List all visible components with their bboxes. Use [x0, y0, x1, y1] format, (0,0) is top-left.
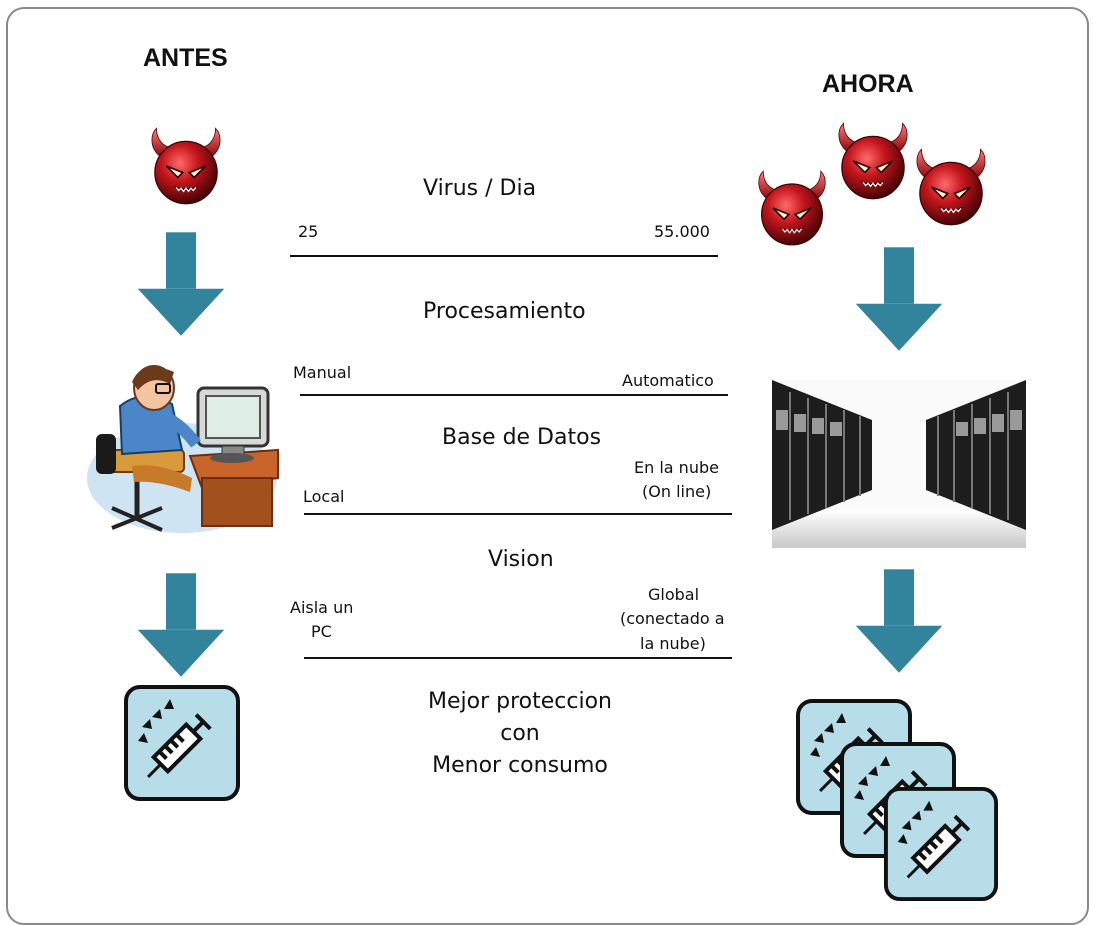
server-room-icon: [772, 380, 1026, 548]
conclusion-line: con: [500, 721, 540, 746]
devil-icon: [145, 125, 227, 207]
computer-user-icon: [87, 365, 279, 533]
row-left-label: Manual: [293, 363, 352, 382]
row-title-virus-dia: Virus / Dia: [423, 176, 537, 201]
scale-line: [300, 394, 728, 396]
row-right-label: En la nube: [634, 458, 719, 477]
row-title-procesamiento: Procesamiento: [423, 299, 586, 324]
ahora-heading: AHORA: [822, 70, 914, 98]
row-right-label: (conectado a: [620, 609, 725, 628]
row-left-label: Aisla un: [290, 598, 354, 617]
devil-icon: [752, 168, 832, 248]
scale-line: [290, 255, 718, 257]
row-right-label: (On line): [642, 482, 712, 501]
row-right-label: Global: [648, 585, 700, 604]
row-right-label: la nube): [640, 634, 706, 653]
conclusion-text: Mejor proteccion con Menor consumo: [370, 686, 670, 782]
conclusion-line: Mejor proteccion: [428, 689, 612, 714]
syringe-icon: [122, 683, 242, 803]
devil-icon: [910, 146, 992, 228]
scale-line: [304, 513, 732, 515]
syringe-icon: [882, 785, 1000, 903]
arrow-down-icon: [852, 243, 946, 355]
conclusion-line: Menor consumo: [432, 753, 608, 778]
row-right-label: Automatico: [622, 371, 714, 390]
arrow-down-icon: [852, 566, 946, 676]
row-title-base-de-datos: Base de Datos: [442, 425, 602, 450]
row-left-label: PC: [311, 622, 332, 641]
antes-heading: ANTES: [143, 44, 228, 72]
devil-icon: [832, 120, 914, 202]
row-left-label: 25: [298, 222, 319, 241]
row-right-label: 55.000: [654, 222, 710, 241]
row-title-vision: Vision: [488, 547, 554, 572]
arrow-down-icon: [134, 570, 228, 680]
arrow-down-icon: [134, 232, 228, 336]
scale-line: [304, 657, 732, 659]
row-left-label: Local: [303, 487, 345, 506]
